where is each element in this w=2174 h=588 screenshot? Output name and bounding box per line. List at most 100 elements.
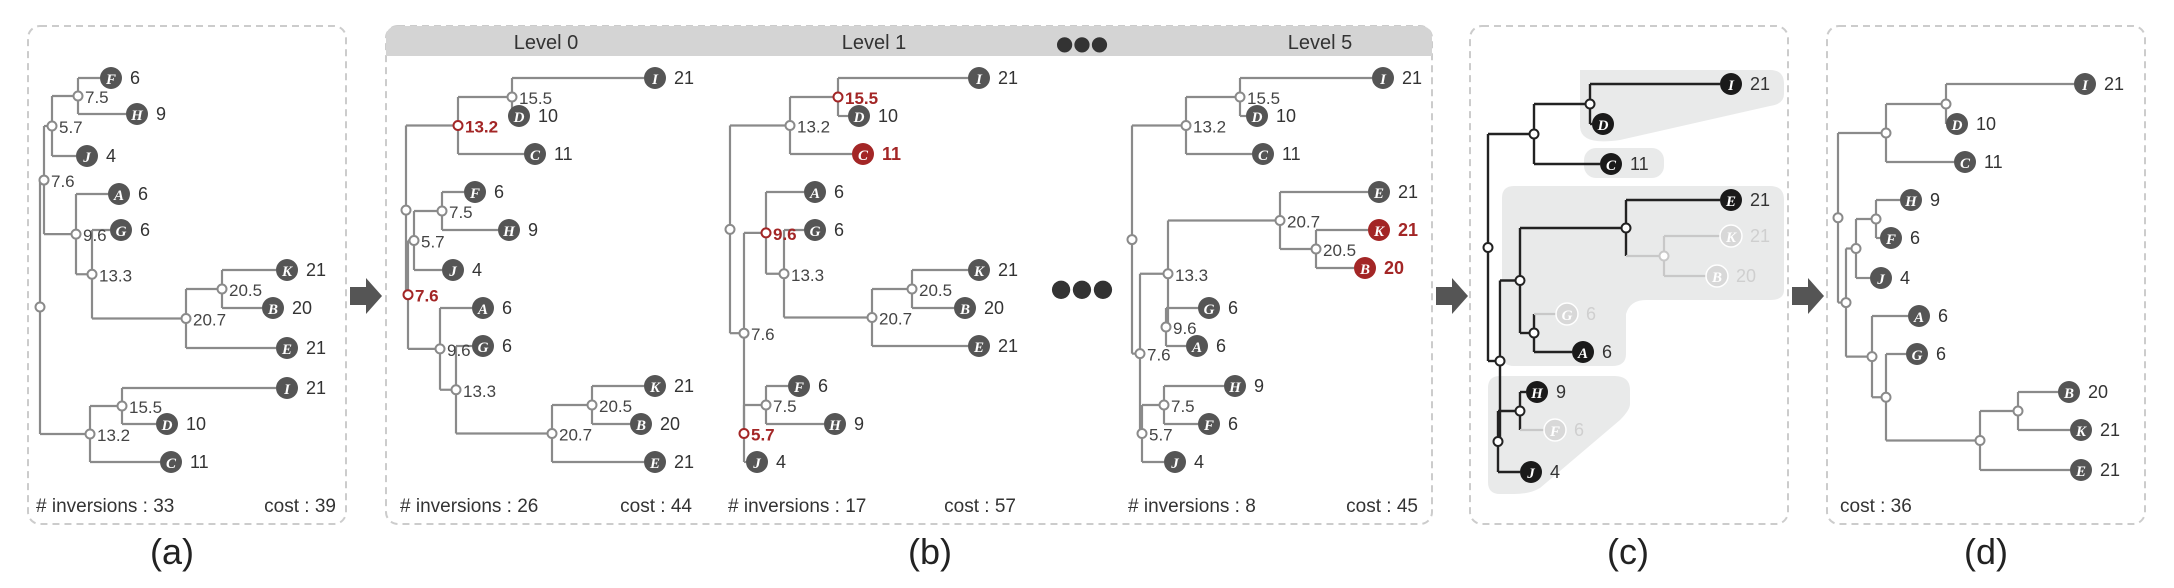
leaf-node xyxy=(2074,73,2096,95)
leaf-letter: J xyxy=(1526,466,1535,482)
leaf-node xyxy=(472,297,494,319)
leaf-value: 21 xyxy=(306,378,326,398)
merge-node xyxy=(1514,275,1526,286)
merge-node xyxy=(1880,127,1892,139)
merge-node xyxy=(70,228,82,240)
leaf-value: 4 xyxy=(776,452,786,472)
merge-node xyxy=(906,283,918,295)
caption-a: (a) xyxy=(150,531,194,572)
level1-cost: cost : 57 xyxy=(944,496,1016,517)
leaf-node xyxy=(1198,297,1220,319)
leaf-value: 6 xyxy=(130,68,140,88)
leaf-node xyxy=(1720,73,1742,95)
leaf-value: 21 xyxy=(2100,420,2120,440)
leaf-letter: A xyxy=(1191,340,1202,356)
level0-inversions: # inversions : 26 xyxy=(400,496,538,517)
leaf-value: 4 xyxy=(1550,462,1560,482)
leaf-value: 6 xyxy=(1936,344,1946,364)
merge-node xyxy=(116,400,128,412)
leaf-node xyxy=(1705,264,1729,288)
merge-node xyxy=(1870,213,1882,225)
merge-value: 15.5 xyxy=(1247,89,1280,108)
merge-node xyxy=(1866,351,1878,363)
merge-node xyxy=(1134,348,1146,360)
level-ellipsis: ●●● xyxy=(1056,31,1108,55)
leaf-value: 6 xyxy=(494,182,504,202)
leaf-value: 9 xyxy=(528,220,538,240)
leaf-node xyxy=(1520,461,1542,483)
merge-node xyxy=(400,204,412,216)
leaf-value: 6 xyxy=(1910,228,1920,248)
leaf-letter: E xyxy=(649,456,660,472)
merge-node xyxy=(86,268,98,280)
merge-node xyxy=(1974,435,1986,446)
merge-node xyxy=(1310,243,1322,255)
leaf-letter: I xyxy=(1379,72,1387,88)
leaf-value: 21 xyxy=(1398,220,1418,240)
merge-value: 15.5 xyxy=(519,89,552,108)
leaf-value: 6 xyxy=(818,376,828,396)
leaf-node xyxy=(262,297,284,319)
merge-value: 20.7 xyxy=(559,426,592,445)
leaf-letter: A xyxy=(113,188,124,204)
leaf-node xyxy=(1543,418,1567,442)
level5-inversions: # inversions : 8 xyxy=(1128,496,1256,517)
leaf-letter: B xyxy=(267,302,278,318)
leaf-value: 21 xyxy=(998,68,1018,88)
leaf-value: 6 xyxy=(1228,298,1238,318)
merge-node xyxy=(434,343,446,355)
leaf-value: 21 xyxy=(674,376,694,396)
leaf-value: 21 xyxy=(1750,226,1770,246)
leaf-node xyxy=(110,219,132,241)
merge-node xyxy=(436,205,448,217)
leaf-letter: C xyxy=(1606,158,1617,174)
merge-value: 7.5 xyxy=(449,203,473,222)
leaf-node xyxy=(276,377,298,399)
panel-a-cost: cost : 39 xyxy=(264,496,336,517)
leaf-node xyxy=(76,145,98,167)
leaf-node xyxy=(1186,335,1208,357)
leaf-letter: C xyxy=(530,148,541,164)
merge-value: 9.6 xyxy=(773,225,797,244)
leaf-letter: H xyxy=(1904,194,1918,210)
merge-node xyxy=(1274,215,1286,226)
merge-node xyxy=(1528,128,1540,140)
leaf-node xyxy=(1600,153,1622,175)
leaf-node xyxy=(472,335,494,357)
merge-value: 9.6 xyxy=(83,226,107,245)
leaf-letter: A xyxy=(1577,346,1588,362)
leaf-value: 21 xyxy=(1750,190,1770,210)
leaf-value: 10 xyxy=(878,106,898,126)
panel-a-inversions: # inversions : 33 xyxy=(36,496,174,517)
caption-b: (b) xyxy=(908,531,952,572)
leaf-node xyxy=(1372,67,1394,89)
caption-d: (d) xyxy=(1964,531,2008,572)
leaf-letter: K xyxy=(1373,224,1385,240)
leaf-node xyxy=(1164,451,1186,473)
merge-node xyxy=(1940,98,1952,110)
leaf-letter: J xyxy=(1876,272,1885,288)
leaf-value: 11 xyxy=(554,144,573,164)
merge-node xyxy=(38,174,50,186)
leaf-value: 9 xyxy=(156,104,166,124)
merge-node xyxy=(784,120,796,131)
merge-value: 7.6 xyxy=(51,172,75,191)
merge-node xyxy=(2012,405,2024,417)
leaf-node xyxy=(788,375,810,397)
leaf-letter: B xyxy=(635,418,646,434)
leaf-letter: B xyxy=(2063,386,2074,402)
level5-cost: cost : 45 xyxy=(1346,496,1418,517)
leaf-letter: F xyxy=(1203,418,1214,434)
leaf-value: 20 xyxy=(660,414,680,434)
leaf-node xyxy=(276,259,298,281)
leaf-letter: B xyxy=(1711,270,1722,286)
leaf-letter: F xyxy=(1885,232,1896,248)
leaf-letter: C xyxy=(1960,156,1971,172)
leaf-value: 20 xyxy=(1736,266,1756,286)
merge-node xyxy=(1494,355,1506,367)
merge-value: 20.5 xyxy=(599,397,632,416)
merge-node xyxy=(778,268,790,280)
